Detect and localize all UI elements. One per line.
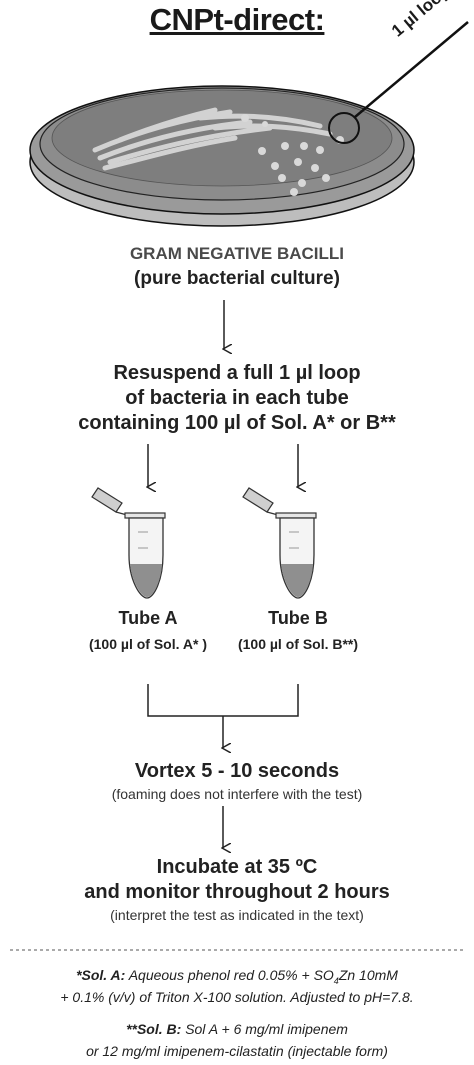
tube-a-sub: (100 µl of Sol. A* ): [88, 636, 207, 652]
sol-b-note-line-2: or 12 mg/ml imipenem-cilastatin (injecta…: [86, 1043, 388, 1059]
sol-a-note-line-2: + 0.1% (v/v) of Triton X-100 solution. A…: [60, 989, 414, 1005]
tube-a-label: Tube A: [118, 608, 178, 628]
sol-b-title: **Sol. B:: [126, 1021, 182, 1037]
sol-a-text-rest: Zn 10mM: [338, 967, 398, 983]
tube-b-label: Tube B: [268, 608, 328, 628]
bacterial-streaks: [92, 107, 333, 171]
sol-a-text: Aqueous phenol red 0.05% + SO: [128, 967, 334, 983]
culture-title: GRAM NEGATIVE BACILLI: [129, 244, 345, 263]
petri-dish: [29, 21, 469, 227]
page-title: CNPt-direct:: [149, 2, 325, 37]
sol-b-text: Sol A + 6 mg/ml imipenem: [185, 1021, 348, 1037]
tube-b-sub: (100 µl of Sol. B**): [237, 636, 359, 652]
vortex-note: (foaming does not interfere with the tes…: [111, 786, 363, 802]
loop-handle: [354, 21, 469, 118]
incubate-note: (interpret the test as indicated in the …: [110, 907, 364, 923]
sol-a-subscript: 4: [333, 975, 339, 986]
merge-bracket: [147, 684, 299, 717]
culture-subtitle: (pure bacterial culture): [134, 268, 340, 289]
tube-a-icon: [91, 487, 166, 599]
resuspend-line-2: of bacteria in each tube: [125, 387, 349, 409]
sol-b-note-line-1: **Sol. B: Sol A + 6 mg/ml imipenem: [0, 1021, 474, 1037]
sol-a-note-line-1: *Sol. A: Aqueous phenol red 0.05% + SO4Z…: [0, 967, 474, 986]
vortex-title: Vortex 5 - 10 seconds: [134, 760, 340, 782]
tube-b-icon: [242, 487, 317, 599]
sol-a-title: *Sol. A:: [76, 967, 126, 983]
incubate-line-1: Incubate at 35 ºC: [156, 856, 318, 878]
loop-circle: [328, 112, 360, 144]
bacterial-colonies: [241, 114, 344, 196]
incubate-line-2: and monitor throughout 2 hours: [84, 881, 390, 903]
resuspend-line-3: containing 100 µl of Sol. A* or B**: [78, 412, 396, 434]
resuspend-line-1: Resuspend a full 1 µl loop: [113, 362, 361, 384]
